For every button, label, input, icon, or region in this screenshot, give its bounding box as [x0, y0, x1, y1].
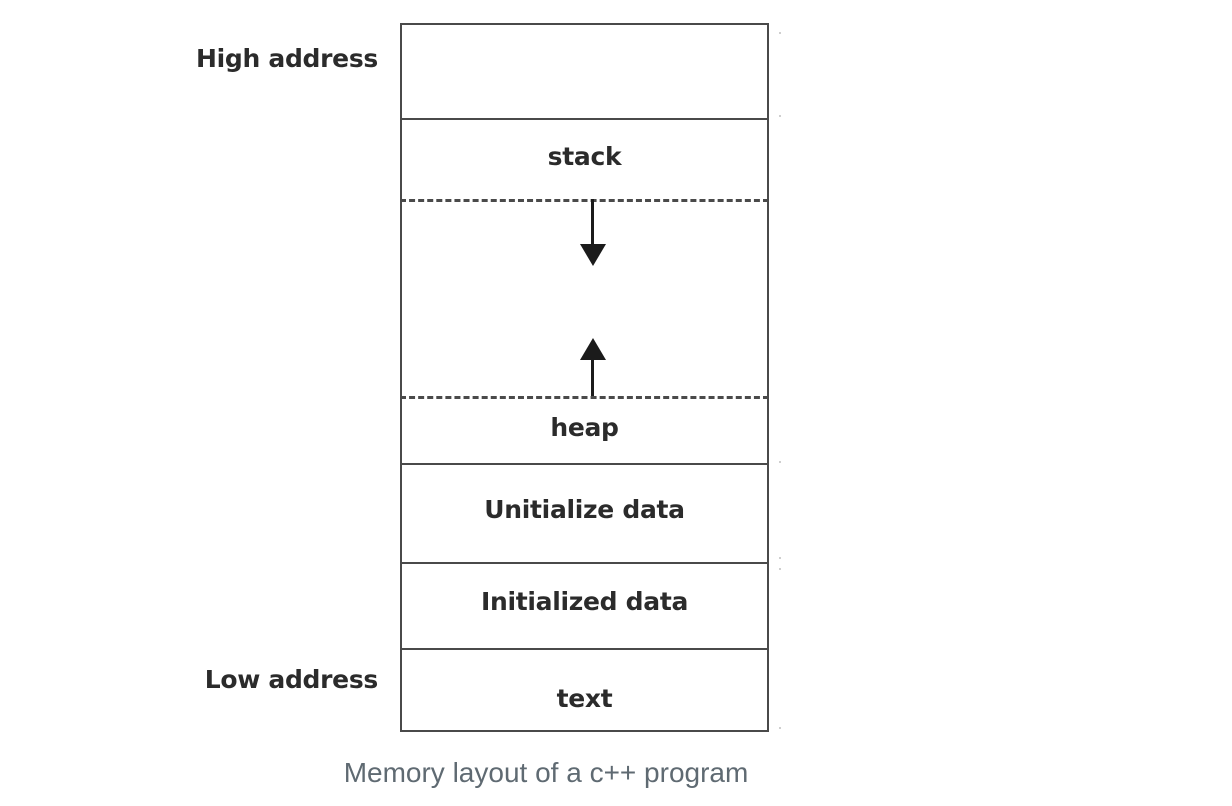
arrow-head-down-icon: [580, 244, 606, 266]
segment-label-text: text: [556, 684, 613, 713]
figure-caption: Memory layout of a c++ program: [343, 757, 749, 788]
divider-initialized-text: [399, 648, 769, 650]
arrow-stem: [591, 358, 594, 396]
segment-initialized-data: Initialized data: [402, 562, 767, 648]
scan-artifact: [779, 568, 781, 570]
segment-top-unused: [402, 25, 767, 118]
segment-heap: heap: [402, 396, 767, 463]
low-address-label: Low address: [204, 665, 379, 694]
scan-artifact: [779, 727, 781, 729]
segment-text: text: [402, 648, 767, 729]
scan-artifact: [779, 115, 781, 117]
segment-label-stack: stack: [547, 142, 622, 171]
arrow-stem: [591, 199, 594, 247]
dashed-boundary-stack: [399, 199, 769, 202]
divider-heap-uninitialized: [399, 463, 769, 465]
segment-stack: stack: [402, 118, 767, 199]
arrow-stack-grows-down: [580, 199, 606, 269]
high-address-label: High address: [196, 44, 378, 73]
segment-label-uninitialized-data: Unitialize data: [484, 495, 685, 524]
arrow-head-up-icon: [580, 338, 606, 360]
scan-artifact: [779, 557, 781, 559]
arrow-heap-grows-up: [580, 338, 606, 396]
segment-label-heap: heap: [550, 413, 619, 442]
divider-uninitialized-initialized: [399, 562, 769, 564]
dashed-boundary-heap: [399, 396, 769, 399]
divider-top-unused-stack: [399, 118, 769, 120]
scan-artifact: [779, 32, 781, 34]
scan-artifact: [779, 461, 781, 463]
segment-label-initialized-data: Initialized data: [480, 587, 689, 616]
memory-box: stack heap Unitialize data In: [399, 23, 769, 732]
segment-uninitialized-data: Unitialize data: [402, 463, 767, 562]
